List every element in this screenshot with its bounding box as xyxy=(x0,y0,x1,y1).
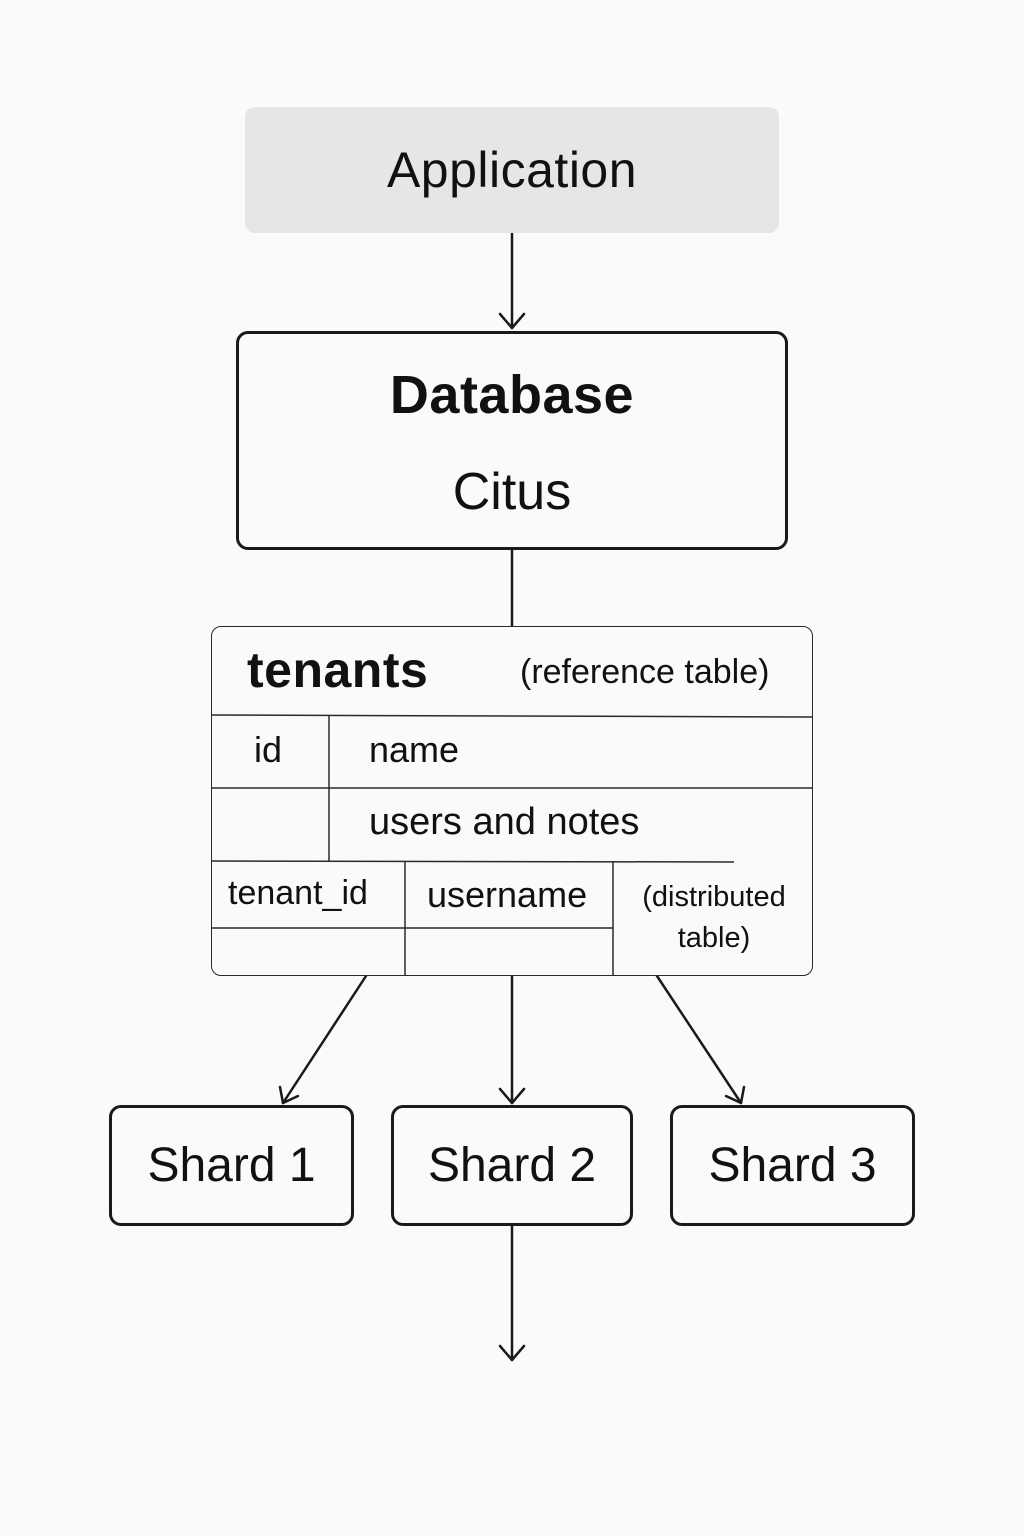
shard-3-label: Shard 3 xyxy=(708,1139,877,1192)
database-subtitle: Citus xyxy=(452,463,572,521)
application-label: Application xyxy=(386,142,638,198)
database-title: Database xyxy=(389,365,635,425)
column-header-tenant-id: tenant_id xyxy=(228,874,368,912)
table-row-divider-2 xyxy=(210,859,734,863)
shard-1-label: Shard 1 xyxy=(147,1139,316,1192)
database-node: Database Citus xyxy=(236,331,788,550)
shard-3-node: Shard 3 xyxy=(670,1105,915,1226)
table-to-shard3-line xyxy=(655,974,743,1105)
app-to-db-arrowhead xyxy=(498,312,526,330)
table-name: tenants xyxy=(247,642,429,698)
tenants-table: tenants (reference table) id name users … xyxy=(210,626,813,976)
distributed-table-note: (distributed table) xyxy=(642,881,786,954)
column-header-name: name xyxy=(369,729,460,770)
shard-2-label: Shard 2 xyxy=(427,1139,597,1192)
table-header-divider xyxy=(210,713,813,718)
shard-1-node: Shard 1 xyxy=(109,1105,354,1226)
shard2-down-arrowhead xyxy=(498,1344,526,1362)
table-to-shard1-line xyxy=(281,974,368,1105)
column-header-username: username xyxy=(427,874,588,915)
table-to-shard3-arrowhead xyxy=(724,1085,746,1105)
shard-2-node: Shard 2 xyxy=(391,1105,633,1226)
table-grid-lines xyxy=(210,713,813,976)
table-to-shard2-arrowhead xyxy=(498,1087,526,1105)
table-to-shard1-arrowhead xyxy=(278,1085,300,1105)
column-header-id: id xyxy=(254,729,283,770)
reference-table-note: (reference table) xyxy=(520,653,770,691)
users-and-notes-label: users and notes xyxy=(369,801,640,843)
application-node: Application xyxy=(245,107,779,233)
